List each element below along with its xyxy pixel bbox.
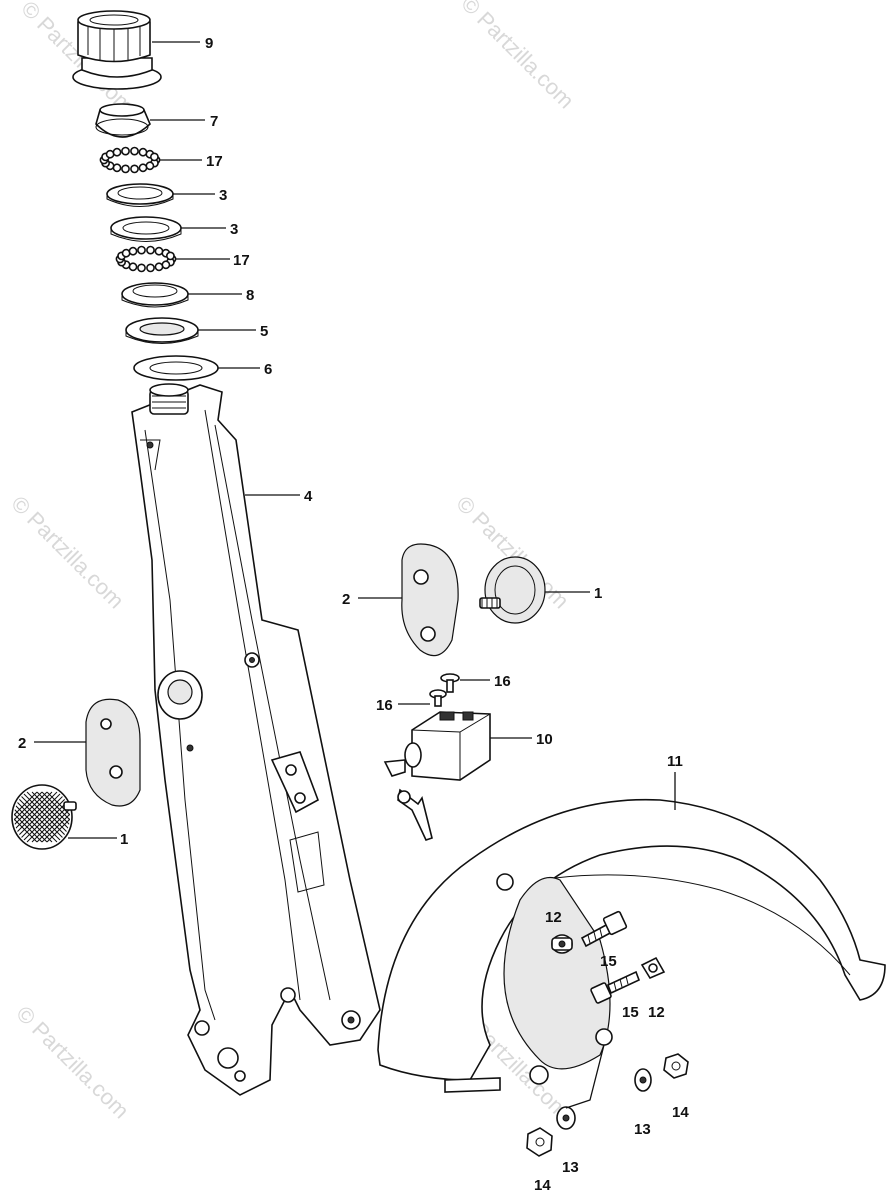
steel-ball (165, 251, 175, 261)
bottom-cone-race-part-8 (121, 282, 189, 308)
steering-lock-part-10 (383, 711, 491, 841)
nut-part-14-left (526, 1127, 553, 1157)
washer-part-13-right (634, 1068, 652, 1092)
reflector-grid-line (14, 791, 48, 843)
steel-ball (146, 263, 155, 273)
reflector-base-part-2-right (401, 543, 459, 657)
callout-1-right: 1 (594, 585, 602, 602)
screw-part-16-upper (440, 673, 460, 693)
watermark-bottom-left: © Partzilla.com (11, 1001, 134, 1124)
reflector-part-1-left (11, 784, 77, 850)
callout-11: 11 (667, 753, 683, 770)
screw-part-16-lower (429, 689, 447, 707)
reflector-grid-line (14, 791, 53, 843)
reflector-grid-line (16, 791, 68, 843)
reflector-grid-line (14, 791, 63, 843)
reflector-grid-line (46, 791, 70, 843)
steel-ball (137, 245, 146, 255)
callout-4: 4 (304, 488, 313, 505)
steel-ball (161, 260, 171, 270)
front-fender-part-11 (377, 798, 886, 1093)
steel-ball (154, 262, 164, 272)
reflector-grid-line (31, 791, 70, 843)
steel-ball (121, 164, 130, 174)
callout-15-upper: 15 (600, 953, 617, 970)
callout-8: 8 (246, 287, 254, 304)
bolt-part-15-lower (590, 970, 641, 1004)
callout-7: 7 (210, 113, 218, 130)
steel-ball (146, 245, 155, 255)
special-nut-part-12-upper (551, 934, 573, 954)
dust-seal-part-5 (125, 317, 199, 344)
callout-10: 10 (536, 731, 553, 748)
callout-1-left: 1 (120, 831, 128, 848)
steel-balls-part-17-lower (115, 245, 177, 273)
top-cone-race-part-7 (95, 103, 151, 138)
steel-ball (137, 263, 146, 273)
callout-3-lower: 3 (230, 221, 238, 238)
callout-13-left: 13 (562, 1159, 579, 1176)
steel-ball (128, 246, 138, 256)
leader-lines (34, 41, 676, 1109)
reflector-grid-line (14, 791, 43, 843)
steel-ball (105, 149, 115, 159)
callout-labels: 9 7 17 3 3 17 8 5 6 4 2 1 16 16 10 2 1 1… (18, 35, 689, 1194)
callout-17-lower: 17 (233, 252, 250, 269)
steel-ball (154, 246, 164, 256)
callout-2-left: 2 (18, 735, 26, 752)
callout-12-upper: 12 (545, 909, 562, 926)
callout-17-upper: 17 (206, 153, 223, 170)
reflector-grid-line (21, 791, 70, 843)
watermark-mid-left: © Partzilla.com (6, 491, 129, 614)
callout-3-upper: 3 (219, 187, 227, 204)
steel-balls-part-17-upper (99, 146, 161, 174)
front-fork-part-4 (131, 383, 381, 1096)
steel-ball (121, 146, 130, 156)
reflector-grid-line (46, 791, 70, 843)
reflector-grid-line (14, 791, 38, 843)
steel-ball (121, 248, 131, 258)
bolt-part-15-upper (580, 910, 628, 948)
nut-part-14-right (663, 1053, 689, 1079)
steel-ball (128, 262, 138, 272)
callout-13-right: 13 (634, 1121, 651, 1138)
steel-ball (112, 163, 122, 173)
callout-12-lower: 12 (648, 1004, 665, 1021)
callout-9: 9 (205, 35, 213, 52)
callout-14-left: 14 (534, 1177, 551, 1194)
washer-part-6 (133, 355, 219, 381)
callout-16-upper: 16 (494, 673, 511, 690)
steering-stem-nut-part-9 (72, 10, 162, 90)
reflector-part-1-right (479, 556, 546, 624)
washer-part-13-left (556, 1106, 576, 1130)
ball-race-part-3-lower (110, 216, 182, 242)
callout-5: 5 (260, 323, 268, 340)
steel-ball (112, 147, 122, 157)
reflector-base-part-2-left (85, 698, 141, 807)
watermark-top-right: © Partzilla.com (456, 0, 579, 113)
steel-ball (130, 164, 139, 174)
ball-race-part-3-upper (106, 183, 174, 207)
callout-2-right: 2 (342, 591, 350, 608)
steel-ball (145, 161, 155, 171)
callout-16-lower: 16 (376, 697, 393, 714)
callout-6: 6 (264, 361, 272, 378)
steel-ball (130, 146, 139, 156)
special-nut-part-12-lower (640, 956, 666, 980)
steel-ball (138, 163, 148, 173)
reflector-grid-line (14, 791, 38, 843)
callout-15-lower: 15 (622, 1004, 639, 1021)
steel-ball (149, 152, 159, 162)
callout-14-right: 14 (672, 1104, 689, 1121)
reflector-grid-line (36, 791, 70, 843)
reflector-grid-line (41, 791, 70, 843)
steel-ball (138, 147, 148, 157)
